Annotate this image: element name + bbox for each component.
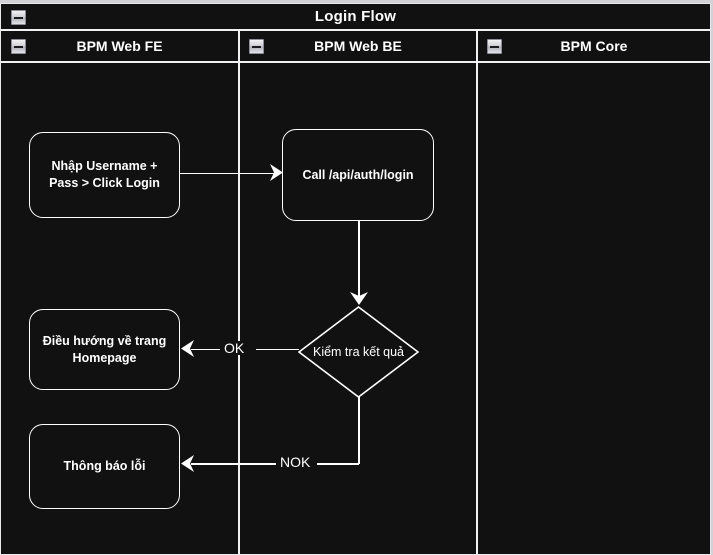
edge-nok-line-vertical [358, 396, 360, 464]
diamond-shape-icon [298, 306, 419, 398]
edge-nok-line-right [317, 463, 359, 465]
node-check-result-label: Kiểm tra kết quả [312, 345, 404, 359]
edge-input-to-api-arrowhead [270, 164, 283, 181]
node-redirect-homepage[interactable]: Điều hướng về trang Homepage [29, 309, 180, 390]
swimlane-diagram: Login Flow BPM Web FE BPM Web BE BPM Cor… [0, 3, 711, 555]
node-redirect-homepage-label: Điều hướng về trang Homepage [42, 333, 167, 365]
lane-header-be: BPM Web BE [240, 31, 476, 63]
lane-label-core: BPM Core [560, 38, 628, 54]
lane-header-core: BPM Core [478, 31, 710, 63]
edge-input-to-api-line [180, 172, 278, 175]
edge-label-ok: OK [221, 341, 248, 355]
edge-ok-line-left [191, 348, 220, 351]
node-show-error-label: Thông báo lỗi [63, 459, 146, 474]
minus-box-icon-fe[interactable] [11, 39, 26, 54]
edge-ok-arrowhead [181, 340, 194, 357]
diagram-title: Login Flow [314, 8, 397, 25]
lane-header-fe: BPM Web FE [1, 31, 238, 63]
edge-api-to-check-line [358, 218, 360, 300]
lane-label-fe: BPM Web FE [76, 38, 163, 54]
minus-box-icon-be[interactable] [249, 39, 264, 54]
edge-api-to-check-arrowhead [350, 292, 368, 305]
diagram-title-bar: Login Flow [1, 4, 710, 31]
edge-label-nok: NOK [277, 455, 314, 469]
node-input-credentials-label: Nhập Username + Pass > Click Login [49, 159, 160, 190]
node-call-login-api-label: Call /api/auth/login [302, 167, 414, 182]
edge-nok-arrowhead [181, 455, 194, 472]
lane-divider-fe-be [238, 31, 240, 554]
edge-ok-line-right [256, 348, 299, 351]
lane-label-be: BPM Web BE [314, 38, 402, 54]
edge-nok-line-left [191, 463, 276, 465]
node-show-error[interactable]: Thông báo lỗi [29, 424, 180, 509]
lane-divider-be-core [476, 31, 478, 554]
minus-box-icon-diagram[interactable] [11, 10, 26, 25]
minus-box-icon-core[interactable] [487, 39, 502, 54]
node-call-login-api[interactable]: Call /api/auth/login [282, 129, 434, 221]
node-input-credentials[interactable]: Nhập Username + Pass > Click Login [29, 132, 180, 218]
node-check-result[interactable]: Kiểm tra kết quả [298, 306, 419, 398]
